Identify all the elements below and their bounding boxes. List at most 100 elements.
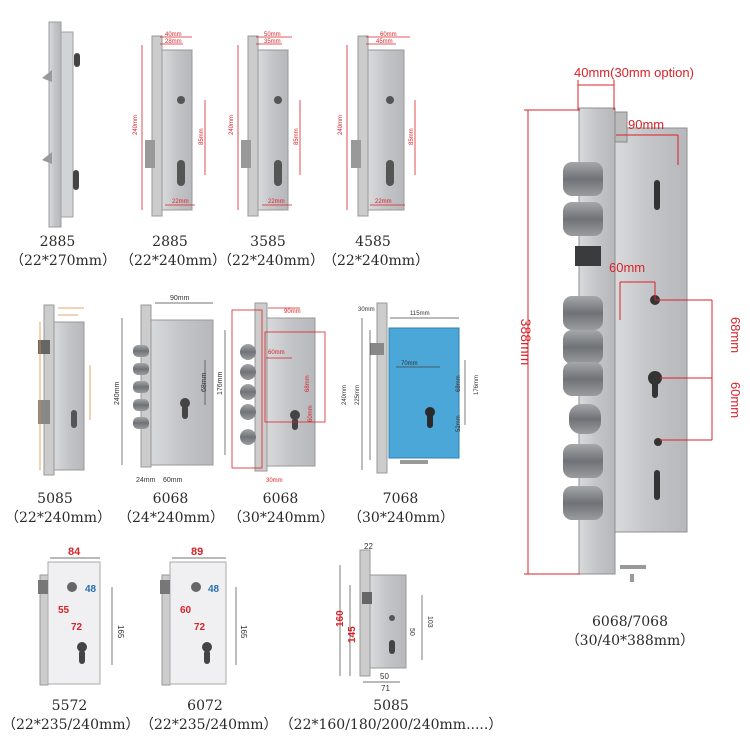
caption-2885-270: 2885 （22*270mm） — [10, 233, 117, 271]
lock-2885-240 — [141, 35, 206, 217]
size-label: （22*240mm） — [218, 253, 325, 269]
dim-big-68: 68mm — [728, 317, 743, 353]
dim-3585-c: 240mm — [229, 115, 235, 135]
dim-big-top: 40mm(30mm option) — [574, 65, 694, 80]
size-label: （22*235/240mm） — [2, 717, 140, 733]
model-label: 5085 — [373, 698, 409, 714]
model-label: 7068 — [382, 491, 419, 507]
dim-6068b-b: 30mm — [266, 478, 283, 484]
caption-3585: 3585 （22*240mm） — [218, 233, 325, 271]
model-label: 5572 — [51, 698, 88, 714]
dim-6068a-w: 90mm — [170, 295, 190, 302]
model-label: 2885 — [152, 234, 188, 250]
lock-6072 — [160, 557, 237, 686]
dim-5572-w: 84 — [68, 546, 81, 558]
model-label: 6068 — [152, 491, 189, 507]
dim-6068b-e: 60mm — [308, 405, 314, 422]
size-label: （22*240mm） — [120, 253, 227, 269]
lock-6068-24 — [121, 302, 226, 468]
dim-5085-top: 22 — [364, 542, 373, 551]
dim-6068a-h: 240mm — [114, 381, 121, 405]
dim-6068b-w: 90mm — [284, 309, 301, 315]
dim-3585-b: 35mm — [264, 39, 281, 45]
dim-6068a-c: 68mm — [201, 372, 208, 392]
size-label: （22*235/240mm） — [140, 717, 278, 733]
dim-6072-h: 165 — [239, 625, 248, 639]
size-label: （30*240mm） — [348, 510, 455, 526]
dim-2885-d: 85mm — [199, 128, 205, 145]
model-label: 6068 — [262, 491, 299, 507]
dim-big-388: 388mm — [518, 319, 534, 366]
size-label: （22*240mm） — [5, 510, 112, 526]
size-label: （22*160/180/200/240mm.....） — [279, 717, 503, 733]
model-label: 2885 — [39, 234, 76, 250]
caption-2885-240: 2885 （22*240mm） — [120, 233, 227, 271]
dim-7068-b: 115mm — [410, 311, 430, 317]
dim-3585-e: 22mm — [268, 199, 285, 205]
lock-5085-240 — [38, 304, 91, 476]
dim-6068b-d: 68mm — [305, 375, 311, 392]
lock-7068 — [361, 302, 466, 474]
dim-7068-g: 52mm — [456, 415, 462, 432]
dim-2885-c: 240mm — [133, 115, 139, 135]
dim-7068-e: 70mm — [401, 361, 418, 367]
model-label: 6068/7068 — [592, 614, 668, 630]
size-label: （22*270mm） — [10, 253, 117, 269]
dim-4585-a: 60mm — [380, 32, 397, 38]
size-label: （24*240mm） — [118, 510, 225, 526]
lock-2885-270 — [42, 21, 80, 228]
dim-2885-a: 40mm — [165, 32, 182, 38]
size-label: （30*240mm） — [228, 510, 335, 526]
dim-6072-b: 60 — [180, 605, 192, 616]
caption-5085-small: 5085 （22*160/180/200/240mm.....） — [272, 697, 510, 735]
dim-big-60b: 60mm — [728, 382, 743, 418]
dim-4585-b: 45mm — [376, 39, 393, 45]
dim-5085-c: 50 — [380, 672, 389, 681]
dim-6068a-b2: 60mm — [163, 477, 183, 484]
caption-6072: 6072 （22*235/240mm） — [140, 697, 278, 735]
dim-6068a-h2: 176mm — [217, 371, 224, 395]
dim-2885-e: 22mm — [172, 199, 189, 205]
dim-4585-d: 85mm — [409, 128, 415, 145]
dim-5572-c: 72 — [71, 622, 83, 633]
dim-5085-h1: 160 — [335, 610, 346, 627]
dim-7068-h: 176mm — [474, 375, 480, 395]
caption-6068-30: 6068 （30*240mm） — [228, 490, 335, 528]
caption-5572: 5572 （22*235/240mm） — [2, 697, 140, 735]
dim-3585-a: 50mm — [264, 32, 281, 38]
caption-6068-7068: 6068/7068 （30/40*388mm） — [560, 613, 700, 651]
dim-6068b-c: 60mm — [268, 350, 285, 356]
dim-5572-a: 48 — [85, 584, 97, 595]
dim-6072-a: 48 — [208, 584, 220, 595]
dimension-labels: 40mm 28mm 240mm 85mm 22mm 50mm 35mm 240m… — [58, 32, 743, 693]
lock-4585 — [346, 35, 416, 217]
model-label: 6072 — [187, 698, 223, 714]
lock-5572 — [38, 557, 113, 686]
dim-5085-h2: 145 — [347, 626, 358, 643]
caption-7068: 7068 （30*240mm） — [348, 490, 455, 528]
dim-7068-c: 240mm — [342, 385, 348, 405]
model-label: 3585 — [250, 234, 286, 250]
caption-6068-24: 6068 （24*240mm） — [118, 490, 225, 528]
dim-2885-b: 28mm — [165, 39, 182, 45]
lock-3585 — [237, 35, 301, 217]
model-label: 5085 — [37, 491, 73, 507]
dim-5572-h: 165 — [116, 625, 125, 639]
dim-3585-d: 85mm — [294, 128, 300, 145]
dim-5085-b: 50 — [408, 628, 415, 636]
dim-big-60a: 60mm — [609, 260, 645, 275]
dim-6072-c: 72 — [194, 622, 206, 633]
dim-big-90: 90mm — [628, 117, 664, 132]
dim-4585-c: 240mm — [338, 115, 344, 135]
dim-6072-w: 89 — [191, 546, 203, 558]
lock-6068-30 — [231, 302, 326, 472]
dim-5085-a: 103 — [426, 616, 433, 628]
size-label: （22*240mm） — [323, 253, 430, 269]
dim-7068-a: 30mm — [358, 307, 375, 313]
dim-5085-d: 71 — [381, 684, 390, 693]
dim-7068-d: 225mm — [355, 385, 361, 405]
lock-6068-7068-large — [524, 80, 713, 582]
dim-4585-e: 22mm — [375, 199, 392, 205]
dim-7068-f: 68mm — [456, 375, 462, 392]
